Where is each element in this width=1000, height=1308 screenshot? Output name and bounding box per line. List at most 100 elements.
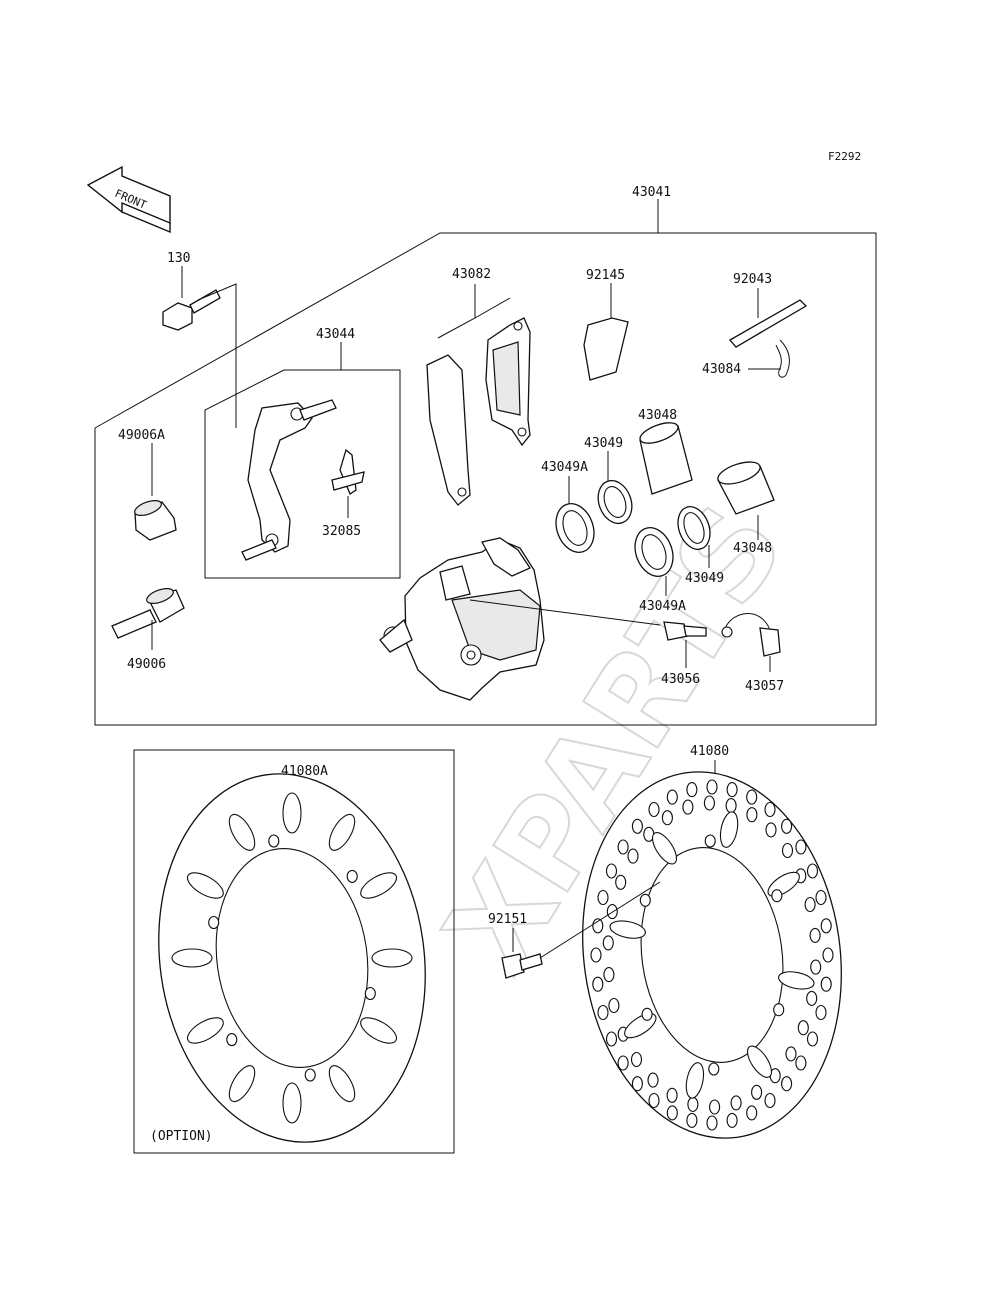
disc-drilled-hole xyxy=(648,801,660,818)
disc-drilled-hole xyxy=(608,997,620,1014)
bleeder-43056 xyxy=(663,621,707,641)
disc-cutout xyxy=(685,1062,705,1099)
label-92145: 92145 xyxy=(586,268,625,283)
disc-drilled-hole xyxy=(781,1076,793,1092)
piston-43048-lower xyxy=(717,461,775,515)
disc-drilled-hole xyxy=(605,863,618,879)
disc-drilled-hole xyxy=(666,1105,678,1121)
clip-43084 xyxy=(775,339,790,378)
caliper-body xyxy=(379,537,545,701)
label-130: 130 xyxy=(167,251,190,266)
disc-drilled-hole xyxy=(686,1112,698,1128)
disc-drilled-hole xyxy=(666,789,678,805)
disc-bolt-hole xyxy=(208,915,220,930)
disc-drilled-hole xyxy=(617,1055,629,1071)
disc-cutout xyxy=(328,813,356,851)
disc-drilled-hole xyxy=(746,807,758,823)
disc-drilled-hole xyxy=(706,1115,718,1131)
disc-drilled-hole xyxy=(730,1095,742,1111)
disc-cutout xyxy=(282,792,302,834)
label-43049A-lower: 43049A xyxy=(639,599,686,614)
disc-drilled-hole xyxy=(726,782,738,798)
label-43056: 43056 xyxy=(661,672,700,687)
label-43049-upper: 43049 xyxy=(584,436,623,451)
disc-drilled-hole xyxy=(797,1020,809,1036)
disc-drilled-hole xyxy=(815,889,827,906)
disc-cutout xyxy=(360,872,398,899)
disc-cutout xyxy=(778,971,815,990)
disc-drilled-hole xyxy=(815,1004,827,1021)
bolt-130 xyxy=(162,289,221,331)
label-43049A-upper: 43049A xyxy=(541,460,588,475)
disc-drilled-hole xyxy=(765,822,777,838)
disc-drilled-hole xyxy=(764,801,776,818)
option-frame xyxy=(133,749,455,1154)
disc-drilled-hole xyxy=(746,1105,758,1121)
figure-code: F2292 xyxy=(828,150,861,163)
disc-drilled-hole xyxy=(648,1092,660,1109)
boot-49006A xyxy=(134,500,177,541)
brake-disc-41080 xyxy=(582,771,842,1139)
disc-drilled-hole xyxy=(820,976,832,992)
label-43049-lower: 43049 xyxy=(685,571,724,586)
disc-drilled-hole xyxy=(804,896,816,913)
disc-bolt-hole xyxy=(773,1003,785,1017)
disc-drilled-hole xyxy=(603,967,615,983)
disc-drilled-hole xyxy=(631,818,643,834)
disc-bolt-hole xyxy=(771,889,783,903)
disc-drilled-hole xyxy=(810,959,822,975)
brake-pad-inner xyxy=(426,354,471,506)
front-arrow-icon: FRONT xyxy=(86,165,171,234)
label-49006A: 49006A xyxy=(118,428,165,443)
disc-cutout xyxy=(609,920,646,939)
disc-drilled-hole xyxy=(686,782,698,798)
bolt-92151 xyxy=(501,953,543,979)
disc-drilled-hole xyxy=(820,918,832,934)
label-43048-lower: 43048 xyxy=(733,541,772,556)
disc-cutout xyxy=(651,832,678,865)
pin-92043 xyxy=(728,299,808,348)
cap-43057 xyxy=(721,613,781,657)
disc-drilled-hole xyxy=(809,927,821,943)
disc-bolt-hole xyxy=(268,834,280,848)
disc-bolt-hole xyxy=(639,893,651,907)
disc-drilled-hole xyxy=(630,1051,643,1068)
bracket-subframe xyxy=(204,369,401,579)
disc-bolt-hole xyxy=(704,834,716,848)
option-label: (OPTION) xyxy=(150,1129,213,1144)
disc-drilled-hole xyxy=(795,839,807,855)
disc-bolt-hole xyxy=(708,1062,720,1076)
disc-drilled-hole xyxy=(806,1031,819,1047)
label-43084: 43084 xyxy=(702,362,741,377)
disc-bolt-hole xyxy=(346,869,358,883)
disc-bolt-hole xyxy=(304,1068,316,1082)
disc-cutout xyxy=(719,811,739,848)
disc-drilled-hole xyxy=(781,842,794,859)
brake-pad-outer xyxy=(485,317,531,447)
label-92151: 92151 xyxy=(488,912,527,927)
disc-drilled-hole xyxy=(785,1046,797,1062)
disc-drilled-hole xyxy=(666,1087,678,1103)
disc-drilled-hole xyxy=(764,1092,776,1109)
disc-drilled-hole xyxy=(822,947,834,963)
disc-drilled-hole xyxy=(751,1084,763,1100)
disc-cutout xyxy=(328,1065,356,1103)
disc-drilled-hole xyxy=(627,848,639,864)
label-43048-upper: 43048 xyxy=(638,408,677,423)
label-32085: 32085 xyxy=(322,524,361,539)
disc-drilled-hole xyxy=(706,779,718,795)
disc-drilled-hole xyxy=(806,863,819,879)
disc-drilled-hole xyxy=(615,874,627,890)
disc-cutout xyxy=(186,1017,224,1044)
label-49006: 49006 xyxy=(127,657,166,672)
disc-cutout xyxy=(171,948,213,968)
disc-drilled-hole xyxy=(592,918,604,934)
disc-drilled-hole xyxy=(725,798,737,814)
disc-cutout xyxy=(228,1065,256,1103)
disc-drilled-hole xyxy=(602,935,614,951)
disc-drilled-hole xyxy=(590,947,602,963)
disc-drilled-hole xyxy=(703,795,715,811)
label-41080: 41080 xyxy=(690,744,729,759)
disc-drilled-hole xyxy=(781,818,793,834)
caliper-assembly-frame xyxy=(94,232,877,726)
